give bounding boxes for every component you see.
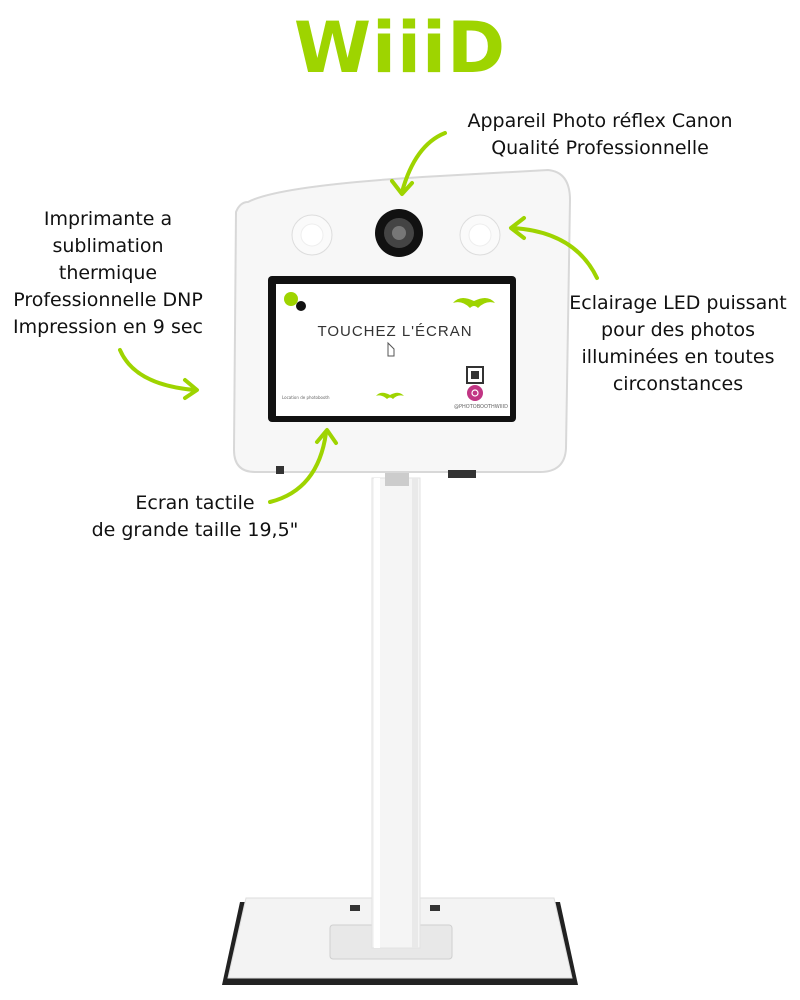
qr-code-icon xyxy=(466,366,484,384)
mustache-icon xyxy=(453,297,495,308)
printer-label: Imprimante a sublimation thermique Profe… xyxy=(0,206,216,341)
arrow-icon xyxy=(390,131,447,196)
touch-screen-text: TOUCHEZ L'ÉCRAN xyxy=(317,323,473,340)
screen-small-right: @PHOTOBOOTHWIIID xyxy=(454,404,508,410)
printer-label-line: Imprimante a xyxy=(43,208,173,230)
camera-label-line: Appareil Photo réflex Canon xyxy=(467,110,733,132)
screen-small-left: Location de photobooth xyxy=(282,395,330,400)
camera-label: Appareil Photo réflex Canon Qualité Prof… xyxy=(430,108,770,162)
led-label-line: pour des photos xyxy=(601,319,755,341)
screen-content[interactable]: TOUCHEZ L'ÉCRAN Location de photobooth @… xyxy=(278,285,512,417)
arrow-icon xyxy=(118,348,199,400)
printer-label-line: Impression en 9 sec xyxy=(13,316,203,338)
instagram-icon xyxy=(467,385,483,401)
brand-logo-text: WiiiD xyxy=(293,7,507,89)
printer-label-line: sublimation xyxy=(52,235,164,257)
led-label-line: Eclairage LED puissant xyxy=(569,292,787,314)
booth-pole xyxy=(371,472,421,949)
arrow-icon xyxy=(268,428,338,504)
printer-label-line: thermique xyxy=(58,262,158,284)
led-label-line: circonstances xyxy=(612,373,744,395)
led-label: Eclairage LED puissant pour des photos i… xyxy=(556,290,800,398)
camera-label-line: Qualité Professionnelle xyxy=(491,137,709,159)
screen-label-line: de grande taille 19,5" xyxy=(91,519,299,541)
brand-logo: WiiiD xyxy=(0,8,800,88)
printer-label-line: Professionnelle DNP xyxy=(13,289,203,311)
arrow-icon xyxy=(509,216,599,280)
screen-label-line: Ecran tactile xyxy=(135,492,255,514)
hand-pointer-icon xyxy=(387,341,395,357)
touch-screen xyxy=(268,276,516,422)
led-label-line: illuminées en toutes xyxy=(581,346,775,368)
camera-lens-icon xyxy=(375,209,423,257)
mustache-icon xyxy=(376,392,404,399)
led-light-icon xyxy=(291,214,501,256)
screen-label: Ecran tactile de grande taille 19,5" xyxy=(70,490,320,544)
